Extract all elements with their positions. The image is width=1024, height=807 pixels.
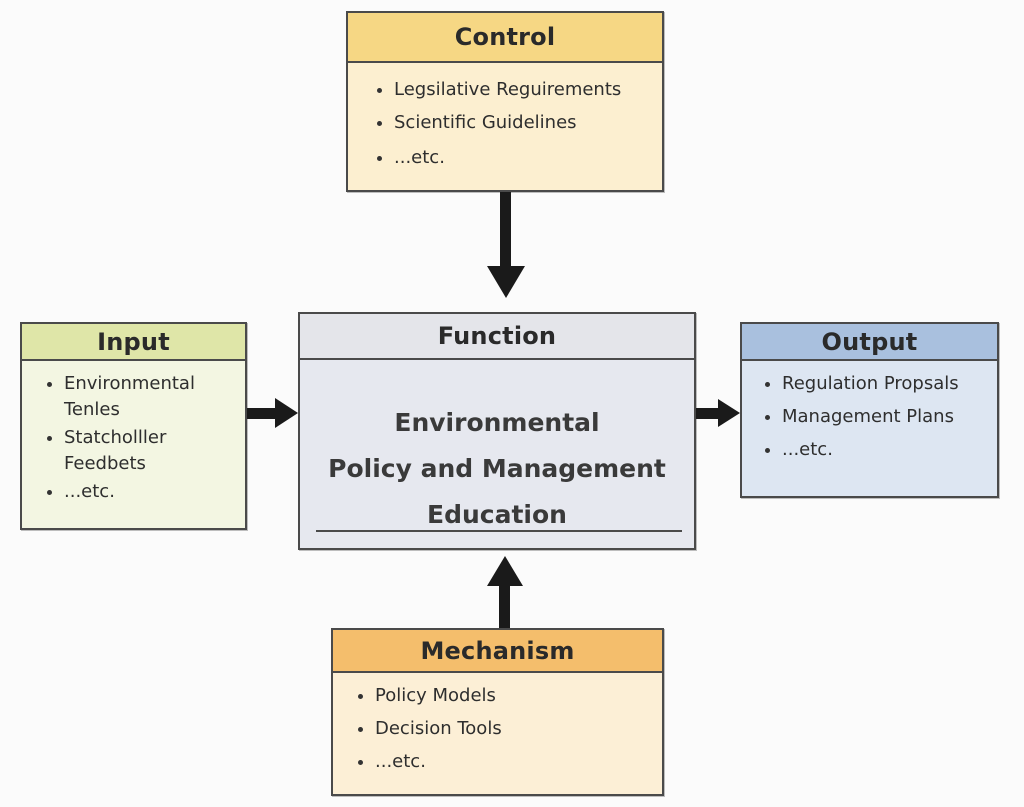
output-list: Regulation Propsals Management Plans ...… xyxy=(762,371,997,463)
control-list: Legsilative Reguirements Scientific Guid… xyxy=(374,77,662,171)
mechanism-box: Mechanism Policy Models Decision Tools .… xyxy=(331,628,664,796)
input-body: Environmental Tenles Statcholller Feedbe… xyxy=(22,361,245,528)
input-box: Input Environmental Tenles Statcholller … xyxy=(20,322,247,530)
control-body: Legsilative Reguirements Scientific Guid… xyxy=(348,63,662,190)
function-text-line: Environmental xyxy=(394,408,600,437)
input-header: Input xyxy=(22,324,245,361)
arrow-right-icon xyxy=(696,399,740,427)
mechanism-item: Policy Models xyxy=(355,683,662,709)
function-body: Environmental Policy and Management Educ… xyxy=(300,360,694,548)
output-item: Management Plans xyxy=(762,404,997,430)
mechanism-header: Mechanism xyxy=(333,630,662,673)
function-text-line: Policy and Management xyxy=(328,454,666,483)
arrow-down-icon xyxy=(487,192,525,298)
mechanism-item-etc: ...etc. xyxy=(355,749,662,775)
input-item: Statcholller Feedbets xyxy=(44,425,245,477)
input-list: Environmental Tenles Statcholller Feedbe… xyxy=(44,371,245,505)
function-box: Function Environmental Policy and Manage… xyxy=(298,312,696,550)
output-header: Output xyxy=(742,324,997,361)
function-header: Function xyxy=(300,314,694,360)
arrow-up-icon xyxy=(487,556,523,628)
control-item: Legsilative Reguirements xyxy=(374,77,662,103)
input-item: Environmental Tenles xyxy=(44,371,245,423)
control-box: Control Legsilative Reguirements Scienti… xyxy=(346,11,664,192)
control-item-etc: ...etc. xyxy=(374,145,662,171)
output-item: Regulation Propsals xyxy=(762,371,997,397)
function-text-line: Education xyxy=(427,500,567,529)
output-item-etc: ...etc. xyxy=(762,437,997,463)
input-item-etc: ...etc. xyxy=(44,479,245,505)
output-body: Regulation Propsals Management Plans ...… xyxy=(742,361,997,496)
output-box: Output Regulation Propsals Management Pl… xyxy=(740,322,999,498)
control-item: Scientific Guidelines xyxy=(374,110,662,136)
mechanism-item: Decision Tools xyxy=(355,716,662,742)
function-divider xyxy=(316,530,682,532)
mechanism-list: Policy Models Decision Tools ...etc. xyxy=(355,683,662,775)
arrow-right-icon xyxy=(247,398,298,428)
control-header: Control xyxy=(348,13,662,63)
mechanism-body: Policy Models Decision Tools ...etc. xyxy=(333,673,662,794)
